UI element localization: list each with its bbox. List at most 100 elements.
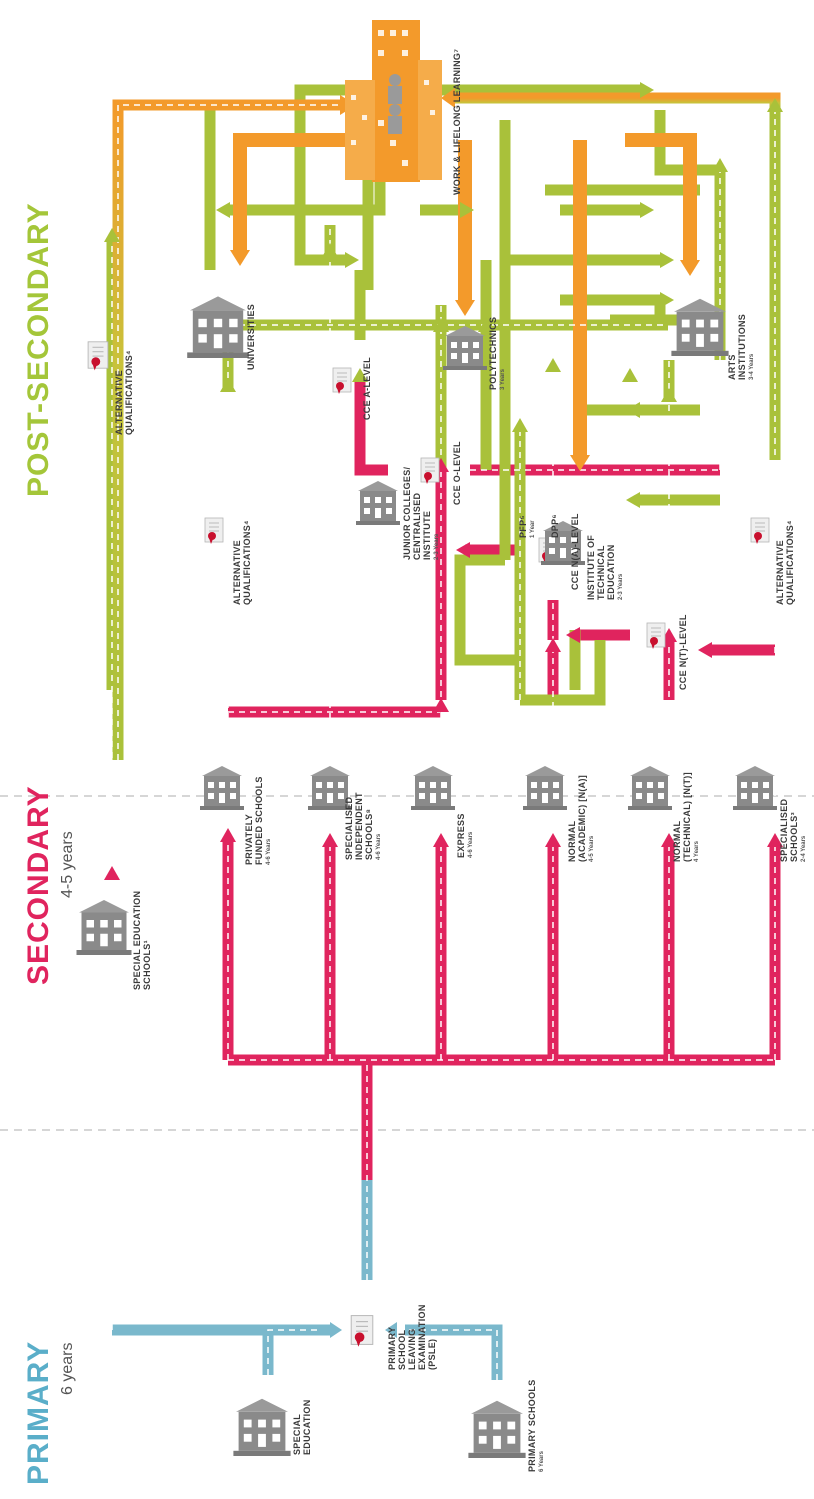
label-normal-technical: NORMAL(TECHNICAL) [N(T)]4 Years bbox=[672, 772, 700, 862]
label-line: PRIMARY bbox=[387, 1327, 397, 1370]
alt-quals-left-certificate-icon bbox=[87, 341, 109, 371]
label-line: NORMAL bbox=[567, 821, 577, 862]
primary-schools-building-icon bbox=[468, 1400, 526, 1458]
psle-certificate-icon bbox=[350, 1314, 374, 1348]
phase-title-primary: PRIMARY bbox=[22, 1341, 55, 1485]
label-duration: 3 Years bbox=[500, 368, 506, 390]
label-line: TECHNICAL bbox=[596, 545, 606, 600]
label-line: CENTRALISED bbox=[412, 492, 422, 560]
cce-a-level-certificate-icon bbox=[332, 367, 352, 395]
privately-funded-building-icon bbox=[200, 766, 244, 810]
phase-years-primary: 6 years bbox=[59, 1343, 76, 1395]
label-line: JUNIOR COLLEGES/ bbox=[402, 466, 412, 560]
label-line: EXAMINATION bbox=[417, 1304, 427, 1370]
alt-quals-mid-certificate-icon bbox=[204, 517, 224, 545]
label-line: UNIVERSITIES bbox=[246, 304, 256, 370]
path-special-education-to-psle bbox=[262, 1324, 322, 1375]
specialised-schools-building-icon bbox=[733, 766, 777, 810]
label-line: (ACADEMIC) [N(A)] bbox=[577, 775, 587, 862]
label-line: EDUCATION bbox=[606, 544, 616, 600]
express-building-icon bbox=[411, 766, 455, 810]
label-line: CCE N(A)-LEVEL bbox=[570, 513, 580, 590]
label-duration: 4 Years bbox=[694, 840, 700, 862]
universities-building-icon bbox=[187, 296, 249, 358]
label-duration: 2-4 Years bbox=[801, 835, 807, 862]
cce-nt-level-certificate-icon bbox=[646, 622, 666, 650]
alt-quals-right-certificate-icon bbox=[750, 517, 770, 545]
label-line: (TECHNICAL) [N(T)] bbox=[682, 772, 692, 862]
label-duration: 4-6 Years bbox=[468, 831, 474, 858]
work-lifelong-city-icon bbox=[345, 20, 442, 182]
label-work-lifelong: WORK & LIFELONG LEARNING⁷ bbox=[452, 49, 462, 195]
label-duration: 2-3 Years bbox=[618, 573, 624, 600]
cce-o-level-certificate-icon bbox=[420, 457, 440, 485]
label-duration: 4-6 Years bbox=[266, 838, 272, 865]
label-duration: 6 Years bbox=[539, 1450, 545, 1472]
label-line: PRIMARY SCHOOLS bbox=[527, 1379, 537, 1472]
label-duration: 3-4 Years bbox=[749, 353, 755, 380]
phase-title-secondary: SECONDARY bbox=[22, 785, 55, 985]
label-line: SPECIALISED bbox=[344, 796, 354, 860]
labels: PRIMARY 6 years SECONDARY 4-5 years POST… bbox=[22, 49, 807, 1485]
label-dpp: DPP⁶ bbox=[550, 514, 560, 538]
label-duration: 4-6 Years bbox=[376, 833, 382, 860]
phase-title-post-secondary: POST-SECONDARY bbox=[22, 202, 55, 497]
label-line: QUALIFICATIONS⁴ bbox=[242, 520, 252, 605]
label-line: SCHOOL bbox=[397, 1329, 407, 1370]
normal-technical-building-icon bbox=[628, 766, 672, 810]
label-cce-o-level: CCE O-LEVEL bbox=[452, 441, 462, 505]
label-line: (PSLE) bbox=[427, 1339, 437, 1370]
label-universities: UNIVERSITIES bbox=[246, 304, 256, 370]
label-line: INSTITUTIONS bbox=[737, 314, 747, 380]
label-line: SCHOOLS⁸ bbox=[364, 809, 374, 860]
special-education-schools-building-icon bbox=[76, 900, 132, 955]
label-line: CCE A-LEVEL bbox=[362, 357, 372, 420]
label-line: DPP⁶ bbox=[550, 514, 560, 538]
label-line: EXPRESS bbox=[456, 813, 466, 858]
label-cce-a-level: CCE A-LEVEL bbox=[362, 357, 372, 420]
path-centre-dashes bbox=[111, 104, 776, 1380]
label-line: QUALIFICATIONS⁴ bbox=[785, 520, 795, 605]
label-duration: 4-5 Years bbox=[589, 835, 595, 862]
label-duration: 1 Year bbox=[530, 520, 536, 538]
label-line: ARTS bbox=[727, 354, 737, 380]
label-cce-nt-level: CCE N(T)-LEVEL bbox=[678, 614, 688, 690]
label-line: QUALIFICATIONS⁴ bbox=[124, 350, 134, 435]
label-line: ALTERNATIVE bbox=[775, 540, 785, 605]
label-line: INSTITUTE bbox=[422, 511, 432, 560]
path-work-to-universities bbox=[233, 133, 345, 250]
label-line: FUNDED SCHOOLS bbox=[254, 776, 264, 865]
label-line: PRIVATELY bbox=[244, 814, 254, 865]
label-cce-na-level: CCE N(A)-LEVEL bbox=[570, 513, 580, 590]
label-line: POLYTECHNICS bbox=[488, 317, 498, 390]
phase-years-secondary: 4-5 years bbox=[59, 831, 76, 898]
label-line: SPECIALISED bbox=[779, 798, 789, 862]
junior-colleges-building-icon bbox=[356, 481, 400, 525]
nodes bbox=[76, 20, 777, 1458]
label-line: LEAVING bbox=[407, 1329, 417, 1370]
label-line: INSTITUTE OF bbox=[586, 535, 596, 600]
label-line: SCHOOLS¹ bbox=[142, 940, 152, 990]
label-line: SPECIAL bbox=[292, 1414, 302, 1455]
label-line: PFP⁵ bbox=[518, 515, 528, 538]
arrowheads bbox=[104, 82, 783, 1338]
label-duration: 2-3 Years bbox=[434, 533, 440, 560]
label-line: CCE O-LEVEL bbox=[452, 441, 462, 505]
label-line: EDUCATION bbox=[302, 1399, 312, 1455]
label-line: NORMAL bbox=[672, 821, 682, 862]
label-line: SPECIAL EDUCATION bbox=[132, 891, 142, 990]
